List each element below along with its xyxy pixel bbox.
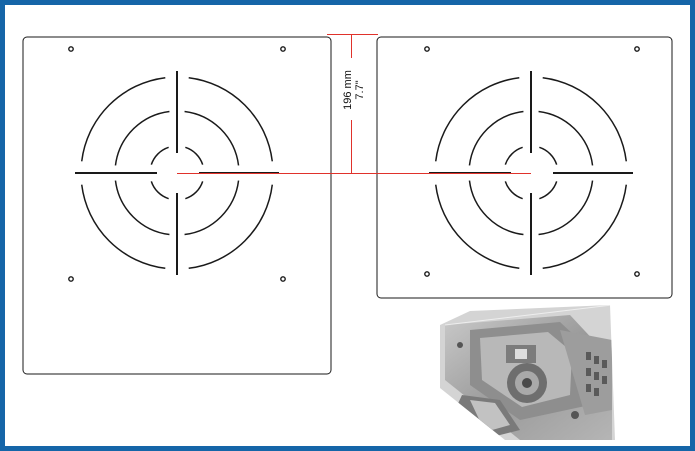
right-panel-hole-bl [424, 271, 430, 277]
left-ring-1-arc-4 [188, 76, 274, 162]
left-panel-hole-bl [68, 276, 74, 282]
left-ring-2-arc-4 [184, 110, 240, 166]
left-ring-1-arc-1 [188, 184, 274, 270]
left-ring-3-arc-4 [185, 146, 204, 165]
right-panel [376, 36, 673, 299]
dimension-metric-label: 196 mm [342, 70, 354, 110]
right-panel-outline [376, 36, 673, 299]
left-ring-1-arc-2 [80, 184, 166, 270]
left-panel [22, 36, 332, 375]
right-ring-1-arc-2 [434, 184, 520, 270]
right-ring-3-arc-1 [539, 181, 558, 200]
right-panel-hole-tl [424, 46, 430, 52]
right-ring-2-arc-3 [468, 110, 524, 166]
left-panel-hole-tr [280, 46, 286, 52]
left-ring-2-arc-3 [114, 110, 170, 166]
right-panel-hole-tr [634, 46, 640, 52]
left-ring-3-arc-1 [185, 181, 204, 200]
right-ring-2-arc-2 [468, 180, 524, 236]
right-ring-2-arc-1 [538, 180, 594, 236]
left-ring-2-arc-2 [114, 180, 170, 236]
left-target-marks [75, 71, 279, 275]
left-panel-hole-br [280, 276, 286, 282]
right-ring-3-arc-4 [539, 146, 558, 165]
left-ring-3-arc-3 [150, 146, 169, 165]
right-ring-1-arc-1 [542, 184, 628, 270]
dimension-imperial-label: 7.7" [354, 80, 366, 99]
right-ring-1-arc-4 [542, 76, 628, 162]
left-ring-1-arc-3 [80, 76, 166, 162]
right-ring-3-arc-2 [504, 181, 523, 200]
right-panel-hole-br [634, 271, 640, 277]
left-ring-3-arc-2 [150, 181, 169, 200]
right-ring-2-arc-4 [538, 110, 594, 166]
left-panel-hole-tl [68, 46, 74, 52]
right-ring-1-arc-3 [434, 76, 520, 162]
left-ring-2-arc-1 [184, 180, 240, 236]
dimension-lines [177, 34, 531, 174]
right-ring-3-arc-3 [504, 146, 523, 165]
mechanism-photo [440, 305, 615, 440]
